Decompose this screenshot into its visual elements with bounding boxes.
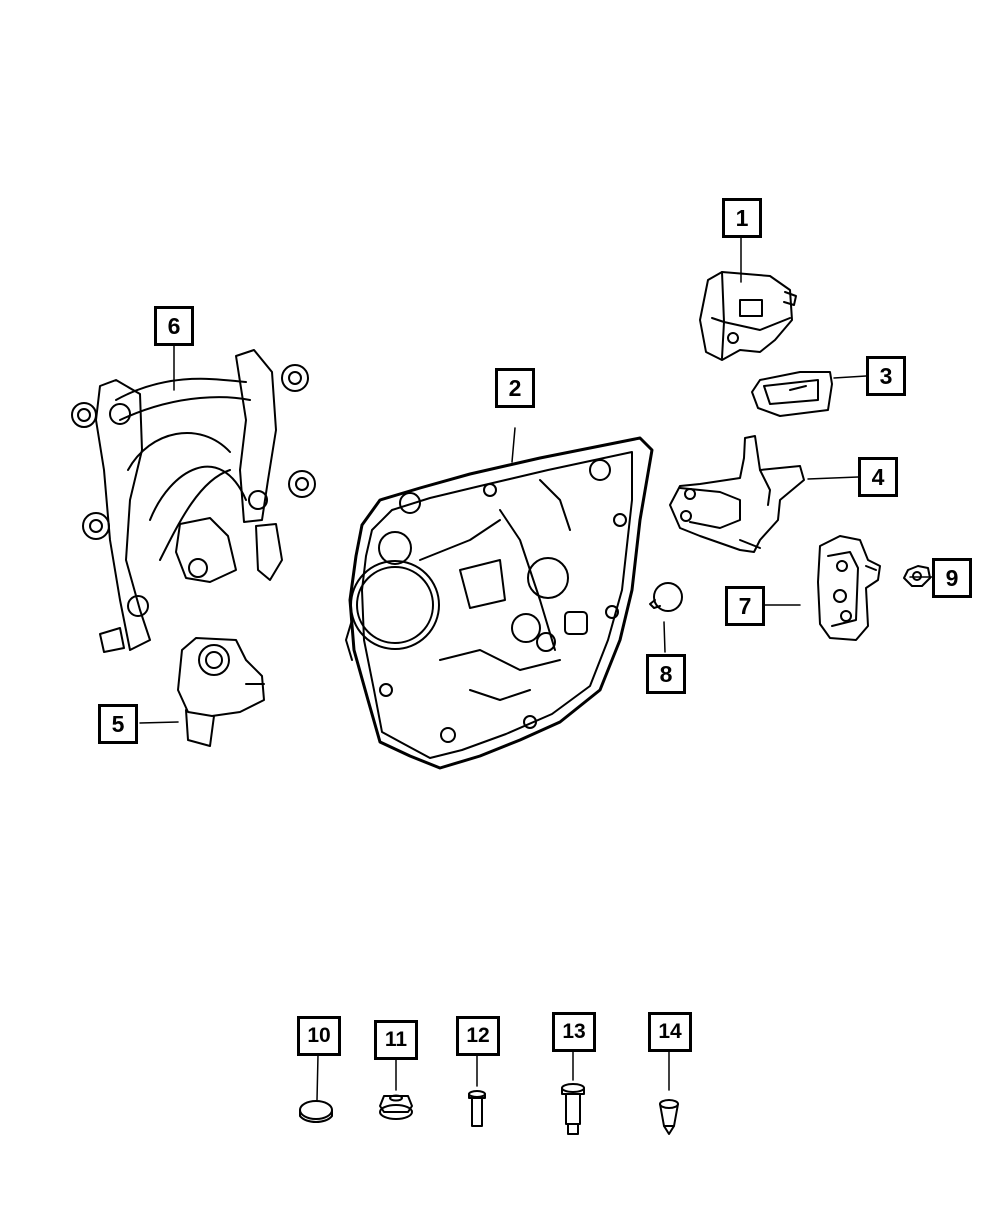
callout-2: 2 bbox=[495, 368, 535, 408]
part-8-plug bbox=[649, 582, 683, 612]
callout-12: 12 bbox=[456, 1016, 500, 1056]
part-14-push-pin bbox=[659, 1099, 679, 1135]
callout-9: 9 bbox=[932, 558, 972, 598]
callout-6: 6 bbox=[154, 306, 194, 346]
callout-10: 10 bbox=[297, 1016, 341, 1056]
callout-3: 3 bbox=[866, 356, 906, 396]
part-13-shoulder-bolt bbox=[561, 1083, 585, 1135]
part-9-striker bbox=[903, 565, 931, 587]
part-2-door-panel bbox=[345, 436, 654, 770]
callout-14: 14 bbox=[648, 1012, 692, 1052]
callout-13: 13 bbox=[552, 1012, 596, 1052]
callout-4: 4 bbox=[858, 457, 898, 497]
part-6-window-regulator bbox=[71, 349, 316, 653]
leader-lines bbox=[139, 237, 933, 1101]
part-1-latch-module bbox=[699, 271, 797, 361]
callout-8: 8 bbox=[646, 654, 686, 694]
part-3-handle-cup bbox=[751, 371, 833, 417]
callout-7: 7 bbox=[725, 586, 765, 626]
callout-5: 5 bbox=[98, 704, 138, 744]
part-12-bolt bbox=[468, 1090, 486, 1127]
part-5-window-motor bbox=[177, 637, 265, 747]
part-11-nut bbox=[379, 1094, 413, 1120]
part-10-plug bbox=[299, 1100, 333, 1123]
part-7-door-latch bbox=[817, 535, 881, 641]
callout-1: 1 bbox=[722, 198, 762, 238]
callout-11: 11 bbox=[374, 1020, 418, 1060]
part-4-lock-bracket bbox=[669, 435, 805, 553]
